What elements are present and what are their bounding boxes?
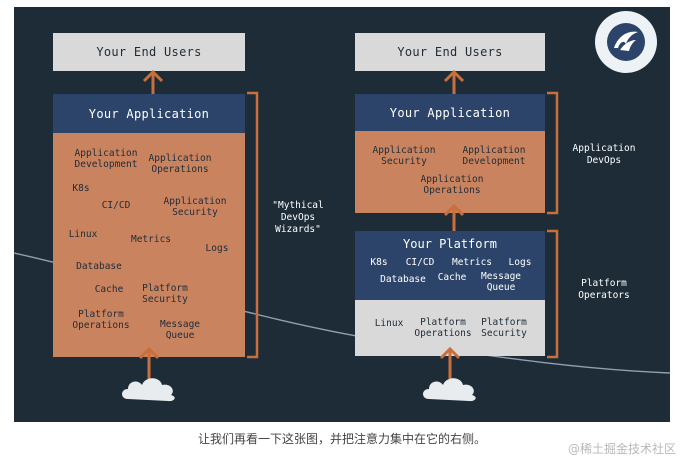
bracket-icon bbox=[547, 229, 559, 359]
right-metrics: Metrics bbox=[451, 257, 493, 268]
cloud-icon bbox=[423, 378, 476, 402]
arrow-up-icon bbox=[138, 346, 160, 379]
left-k8s: K8s bbox=[72, 183, 90, 194]
left-linux: Linux bbox=[68, 229, 98, 240]
bracket-icon bbox=[247, 91, 259, 359]
left-application-label: Your Application bbox=[88, 106, 210, 121]
figure-caption: 让我们再看一下这张图，并把注意力集中在它的右侧。 bbox=[197, 432, 486, 446]
bracket-icon bbox=[547, 91, 559, 215]
right-linux: Linux bbox=[374, 318, 404, 329]
left-end-users-box: Your End Users bbox=[53, 33, 245, 71]
logo-icon bbox=[595, 11, 657, 73]
right-application-label: Your Application bbox=[389, 105, 511, 120]
watermark: @稀土掘金技术社区 bbox=[567, 442, 676, 456]
diagram-canvas: Your End Users Your Application Applicat… bbox=[14, 7, 670, 422]
arrow-up-icon bbox=[142, 69, 164, 96]
left-database: Database bbox=[76, 261, 122, 272]
left-cicd: CI/CD bbox=[101, 200, 131, 211]
cloud-icon bbox=[122, 378, 175, 402]
right-cache: Cache bbox=[437, 272, 467, 283]
arrow-up-icon bbox=[443, 69, 465, 96]
left-application-header: Your Application bbox=[53, 94, 245, 133]
right-end-users-label: Your End Users bbox=[397, 45, 503, 59]
left-logs: Logs bbox=[205, 243, 229, 254]
arrow-up-icon bbox=[439, 346, 461, 379]
right-platform-title: Your Platform bbox=[403, 237, 497, 251]
left-metrics: Metrics bbox=[130, 234, 172, 245]
left-end-users-label: Your End Users bbox=[96, 45, 202, 59]
right-platform-box: Your Platform K8s CI/CD Metrics Logs Dat… bbox=[355, 231, 545, 300]
right-database: Database bbox=[380, 274, 426, 285]
right-logs: Logs bbox=[508, 257, 532, 268]
right-k8s: K8s bbox=[370, 257, 388, 268]
right-application-header: Your Application bbox=[355, 94, 545, 131]
arrow-up-icon bbox=[443, 203, 465, 232]
right-end-users-box: Your End Users bbox=[355, 33, 545, 71]
left-cache: Cache bbox=[94, 284, 124, 295]
right-cicd: CI/CD bbox=[405, 257, 435, 268]
